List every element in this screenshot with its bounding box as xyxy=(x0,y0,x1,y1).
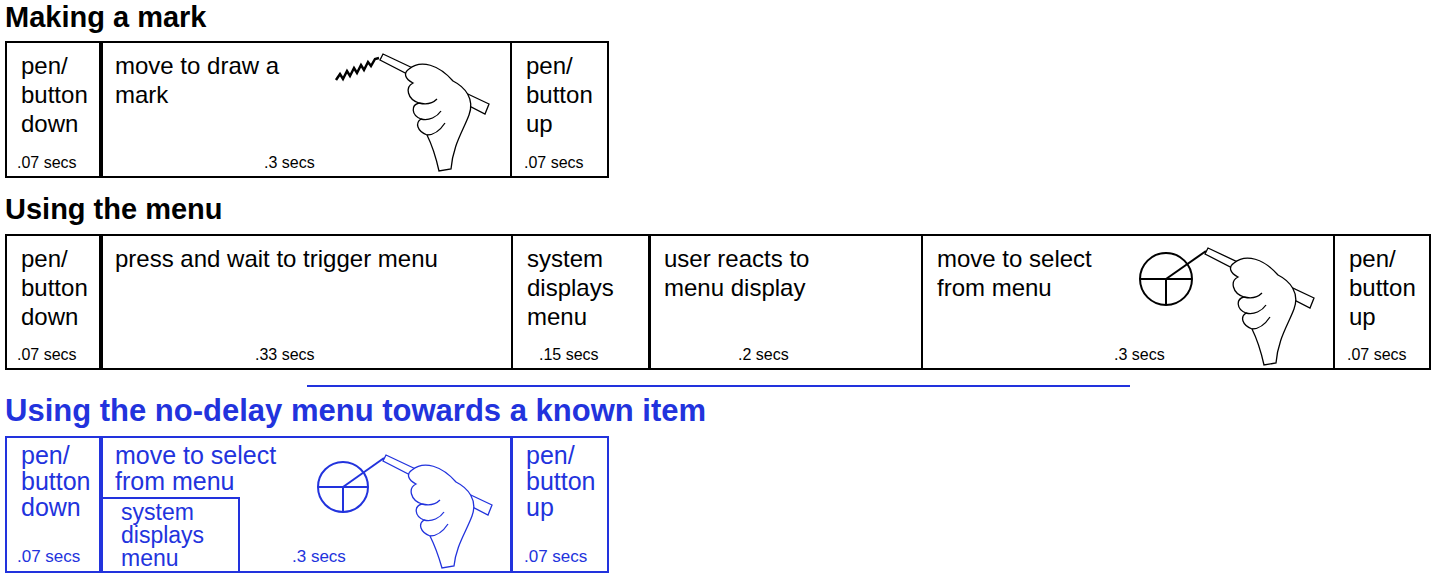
pie-menu xyxy=(318,458,384,512)
pen-up-cell: pen/ button up .07 secs xyxy=(1333,234,1431,370)
step-label: press and wait to trigger menu xyxy=(115,244,438,273)
trigger-menu-cell: press and wait to trigger menu .33 secs xyxy=(99,234,513,370)
duration-label: .3 secs xyxy=(1114,345,1165,364)
pie-menu xyxy=(1140,251,1206,305)
step-label: system displays menu xyxy=(527,244,647,331)
pen-up-cell: pen/ button up .07 secs xyxy=(510,41,609,178)
pen-down-cell: pen/ button down .07 secs xyxy=(5,436,103,573)
duration-label: .07 secs xyxy=(524,153,584,172)
drawn-mark xyxy=(336,58,379,80)
step-label: move to draw a mark xyxy=(115,51,305,109)
hand xyxy=(1231,258,1296,365)
step-label: pen/ button down xyxy=(21,442,101,520)
select-cell: move to select from menu .3 secs xyxy=(921,234,1335,370)
pie-line xyxy=(342,487,344,512)
finger-lines xyxy=(1244,293,1270,329)
duration-label: .2 secs xyxy=(738,345,789,364)
step-label: pen/ button down xyxy=(21,244,101,331)
section-heading: Using the no-delay menu towards a known … xyxy=(5,392,706,429)
step-label: pen/ button up xyxy=(526,51,606,138)
step-label: move to select from menu xyxy=(115,442,315,494)
hand xyxy=(406,64,471,171)
divider-line xyxy=(307,385,1130,387)
duration-label: .07 secs xyxy=(524,547,587,567)
hand-with-pen xyxy=(383,455,492,568)
pen-down-cell: pen/ button down .07 secs xyxy=(5,41,103,178)
step-label: pen/ button up xyxy=(1349,244,1429,331)
hand-with-pen xyxy=(380,54,489,171)
duration-label: .15 secs xyxy=(539,345,599,364)
hand-with-pen xyxy=(1205,248,1314,365)
step-label: pen/ button up xyxy=(526,442,606,520)
duration-label: .07 secs xyxy=(17,345,77,364)
duration-label: .33 secs xyxy=(255,345,315,364)
finger-lines xyxy=(422,500,448,536)
duration-label: .3 secs xyxy=(264,153,315,172)
hand xyxy=(409,465,474,568)
step-label: system displays menu xyxy=(121,501,236,570)
selection-stroke xyxy=(343,458,384,487)
pen-down-cell: pen/ button down .07 secs xyxy=(5,234,103,370)
step-label: user reacts to menu display xyxy=(664,244,844,302)
draw-mark-cell: move to draw a mark .3 secs xyxy=(99,41,512,178)
finger-lines xyxy=(419,99,445,135)
section-heading: Making a mark xyxy=(5,0,206,35)
duration-label: .07 secs xyxy=(1347,345,1407,364)
step-label: pen/ button down xyxy=(21,51,101,138)
duration-label: .3 secs xyxy=(292,547,346,567)
selection-stroke xyxy=(1166,251,1206,279)
pie-line xyxy=(1165,279,1167,305)
display-menu-cell: system displays menu .15 secs xyxy=(511,234,651,370)
pen-up-cell: pen/ button up .07 secs xyxy=(510,436,609,573)
duration-label: .07 secs xyxy=(17,153,77,172)
step-label: move to select from menu xyxy=(937,244,1127,302)
react-cell: user reacts to menu display .2 secs xyxy=(648,234,923,370)
duration-label: .07 secs xyxy=(17,547,80,567)
select-cell: system displays menu move to select from … xyxy=(99,436,513,573)
section-heading: Using the menu xyxy=(5,192,223,227)
display-menu-cell: system displays menu xyxy=(99,497,240,573)
